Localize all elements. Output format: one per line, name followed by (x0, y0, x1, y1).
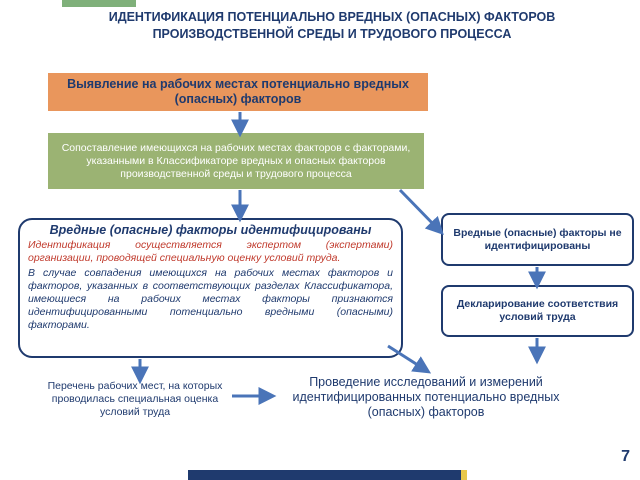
top-decor-bar (62, 0, 136, 7)
declaration-box: Декларирование соответствия условий труд… (441, 285, 634, 337)
research-text: Проведение исследований и измерений иден… (292, 375, 560, 419)
arrow-identified-to-research (387, 344, 432, 374)
identified-box: Вредные (опасные) факторы идентифицирова… (18, 218, 403, 358)
step-detect-text: Выявление на рабочих местах потенциально… (67, 77, 409, 106)
workplaces-list-text: Перечень рабочих мест, на которых провод… (47, 380, 223, 418)
not-identified-box: Вредные (опасные) факторы не идентифицир… (441, 213, 634, 266)
declaration-text: Декларирование соответствия условий труд… (456, 298, 619, 323)
arrow-compare-to-not-identified (398, 188, 444, 236)
page-number: 7 (621, 448, 630, 465)
step-compare-text: Сопоставление имеющихся на рабочих места… (61, 141, 411, 180)
identified-note-match: В случае совпадения имеющихся на рабочих… (28, 267, 393, 331)
identified-heading: Вредные (опасные) факторы идентифицирова… (49, 223, 372, 237)
step-compare-box: Сопоставление имеющихся на рабочих места… (48, 133, 424, 189)
not-identified-text: Вредные (опасные) факторы не идентифицир… (453, 226, 622, 252)
page-title: ИДЕНТИФИКАЦИЯ ПОТЕНЦИАЛЬНО ВРЕДНЫХ (ОПАС… (108, 10, 556, 41)
step-detect-box: Выявление на рабочих местах потенциально… (48, 73, 428, 111)
identified-note-expert: Идентификация осуществляется экспертом (… (28, 239, 393, 264)
bottom-decor-accent (461, 470, 467, 480)
bottom-decor-bar (188, 470, 461, 480)
